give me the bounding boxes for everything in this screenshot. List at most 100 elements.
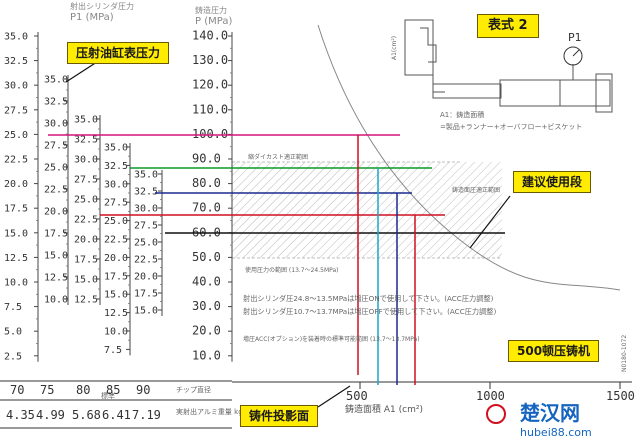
scale-tick-label: 27.5 <box>134 221 158 232</box>
area-label: A1(cm²) <box>391 36 398 60</box>
scale-tick-label: 15.0 <box>4 228 28 239</box>
scale-tick-label: 12.5 <box>74 295 98 306</box>
scale-tick-label: 130.0 <box>192 53 228 67</box>
scale-tick-label: 120.0 <box>192 78 228 92</box>
x-tick-label: 1000 <box>476 389 505 403</box>
scale-tick-label: 25.0 <box>74 195 98 206</box>
scale-tick-label: 30.0 <box>104 179 128 190</box>
table-cell: 75 <box>40 383 54 397</box>
row1-label: チップ直径 <box>176 385 211 394</box>
scale-tick-label: 110.0 <box>192 102 228 116</box>
scale-tick-label: 90.0 <box>192 152 221 166</box>
scale-tick-label: 22.5 <box>104 235 128 246</box>
scale-tick-label: 25.0 <box>4 130 28 141</box>
pressure-scales: 35.0 32.5 30.0 27.5 25.0 22.5 20.0 17.5 15.0 12.5… <box>4 29 233 362</box>
row2-label: 実射出アルミ重量 kg <box>176 407 243 416</box>
col1-unit: P1 (MPa) <box>70 12 114 23</box>
pressure-curve <box>317 24 621 291</box>
scale-tick-label: 2.5 <box>4 351 22 362</box>
scale-tick-label: 25.0 <box>44 163 68 174</box>
scale-tick-label: 20.0 <box>4 179 28 190</box>
scale-tick-label: 35.0 <box>44 75 68 86</box>
mold-outline <box>420 27 437 63</box>
scale-tick-label: 22.5 <box>44 185 68 196</box>
scale-tick-label: 30.0 <box>74 155 98 166</box>
table-cell: 7.19 <box>132 408 161 422</box>
scale-tick-label: 27.5 <box>74 175 98 186</box>
a1-desc: =製品+ランナー+オーバフロー+ビスケット <box>440 122 582 131</box>
scale-tick-label: 80.0 <box>192 176 221 190</box>
scale-tick-label: 7.5 <box>4 302 22 313</box>
scale-tick-label: 10.0 <box>192 348 221 362</box>
pointer-line <box>317 385 351 408</box>
scale-tick-label: 15.0 <box>44 251 68 262</box>
table-cell: 4.99 <box>36 408 65 422</box>
watermark: 楚汉网 hubei88.com <box>486 401 592 439</box>
scale-tick-label: 12.5 <box>104 308 128 319</box>
scale-tick-label: 25.0 <box>134 238 158 249</box>
scale-tick-label: 30.0 <box>192 299 221 313</box>
scale-tick-label: 32.5 <box>134 187 158 198</box>
scale-s3: 35.0 32.5 30.0 27.5 25.0 22.5 20.0 17.5 15.0 12.5 <box>74 115 101 306</box>
pointer-line <box>469 195 511 249</box>
scale-s2: 35.032.530.027.525.022.520.017.515.012.5… <box>44 75 69 306</box>
note-1: 使用圧力の範囲 (13.7～24.5MPa) <box>245 266 339 274</box>
callout-oil-pressure: 压射油缸表压力 <box>67 42 170 64</box>
scale-tick-label: 20.0 <box>44 207 68 218</box>
scale-tick-label: 20.0 <box>192 324 221 338</box>
scale-tick-label: 20.0 <box>134 272 158 283</box>
scale-tick-label: 100.0 <box>192 127 228 141</box>
scale-tick-label: 32.5 <box>74 135 98 146</box>
scale-tick-label: 27.5 <box>44 141 68 152</box>
scale-tick-label: 35.0 <box>74 115 98 126</box>
scale-tick-label: 20.0 <box>74 235 98 246</box>
cylinder-cap <box>595 73 613 113</box>
scale-tick-label: 5.0 <box>4 327 22 338</box>
scale-tick-label: 140.0 <box>192 29 228 43</box>
scale-p: 140.0130.0120.0110.0100.090.080.070.060.… <box>192 29 233 362</box>
scale-tick-label: 7.5 <box>104 345 122 356</box>
watermark-url: hubei88.com <box>520 426 592 439</box>
scale-tick-label: 35.0 <box>4 32 28 43</box>
scale-tick-label: 25.0 <box>104 216 128 227</box>
table-cell: 80 <box>76 383 90 397</box>
scale-tick-label: 17.5 <box>74 255 98 266</box>
callout-table-no: 表式 2 <box>477 14 539 38</box>
col1-title: 射出シリンダ圧力 <box>70 1 134 11</box>
note-4: 増圧ACC(オプション)を装着時の標準可能範囲 (13.7～13.7MPa) <box>243 335 420 343</box>
schematic: P1 A1(cm²) A1：鋳造面積 =製品+ランナー+オーバフロー+ビスケット <box>391 19 613 131</box>
scale-tick-label: 22.5 <box>134 255 158 266</box>
gauge-dial <box>563 46 583 66</box>
scale-tick-label: 32.5 <box>44 97 68 108</box>
scale-tick-label: 12.5 <box>44 273 68 284</box>
scale-tick-label: 35.0 <box>104 143 128 154</box>
scale-tick-label: 22.5 <box>74 215 98 226</box>
band2-label: 鋳造面圧適正範囲 <box>452 186 500 194</box>
table-cell: 90 <box>136 383 150 397</box>
scale-tick-label: 30.0 <box>44 119 68 130</box>
table-cell: 70 <box>10 383 24 397</box>
x-tick-label: 1500 <box>606 389 635 403</box>
scale-tick-label: 12.5 <box>4 253 28 264</box>
scale-s1: 35.032.530.027.525.022.520.017.515.012.5… <box>4 32 39 362</box>
col2-unit: P (MPa) <box>195 16 232 27</box>
code-label: N0180-1072 <box>621 335 628 372</box>
scale-s5: 35.032.530.027.525.022.520.017.515.0 <box>134 170 163 317</box>
scale-tick-label: 15.0 <box>74 275 98 286</box>
x-axis-label: 鋳造面積 A1 (cm²) <box>345 403 423 415</box>
scale-tick-label: 32.5 <box>4 56 28 67</box>
table-cell: 85 <box>106 383 120 397</box>
gauge-label: P1 <box>568 31 582 44</box>
scale-tick-label: 40.0 <box>192 275 221 289</box>
col2-title: 鋳造圧力 <box>195 5 227 15</box>
scale-tick-label: 50.0 <box>192 250 221 264</box>
sprue <box>432 75 445 93</box>
table-cell: 6.41 <box>102 408 131 422</box>
scale-tick-label: 10.0 <box>104 327 128 338</box>
callout-projected-area: 铸件投影面 <box>240 405 319 427</box>
scale-tick-label: 32.5 <box>104 161 128 172</box>
